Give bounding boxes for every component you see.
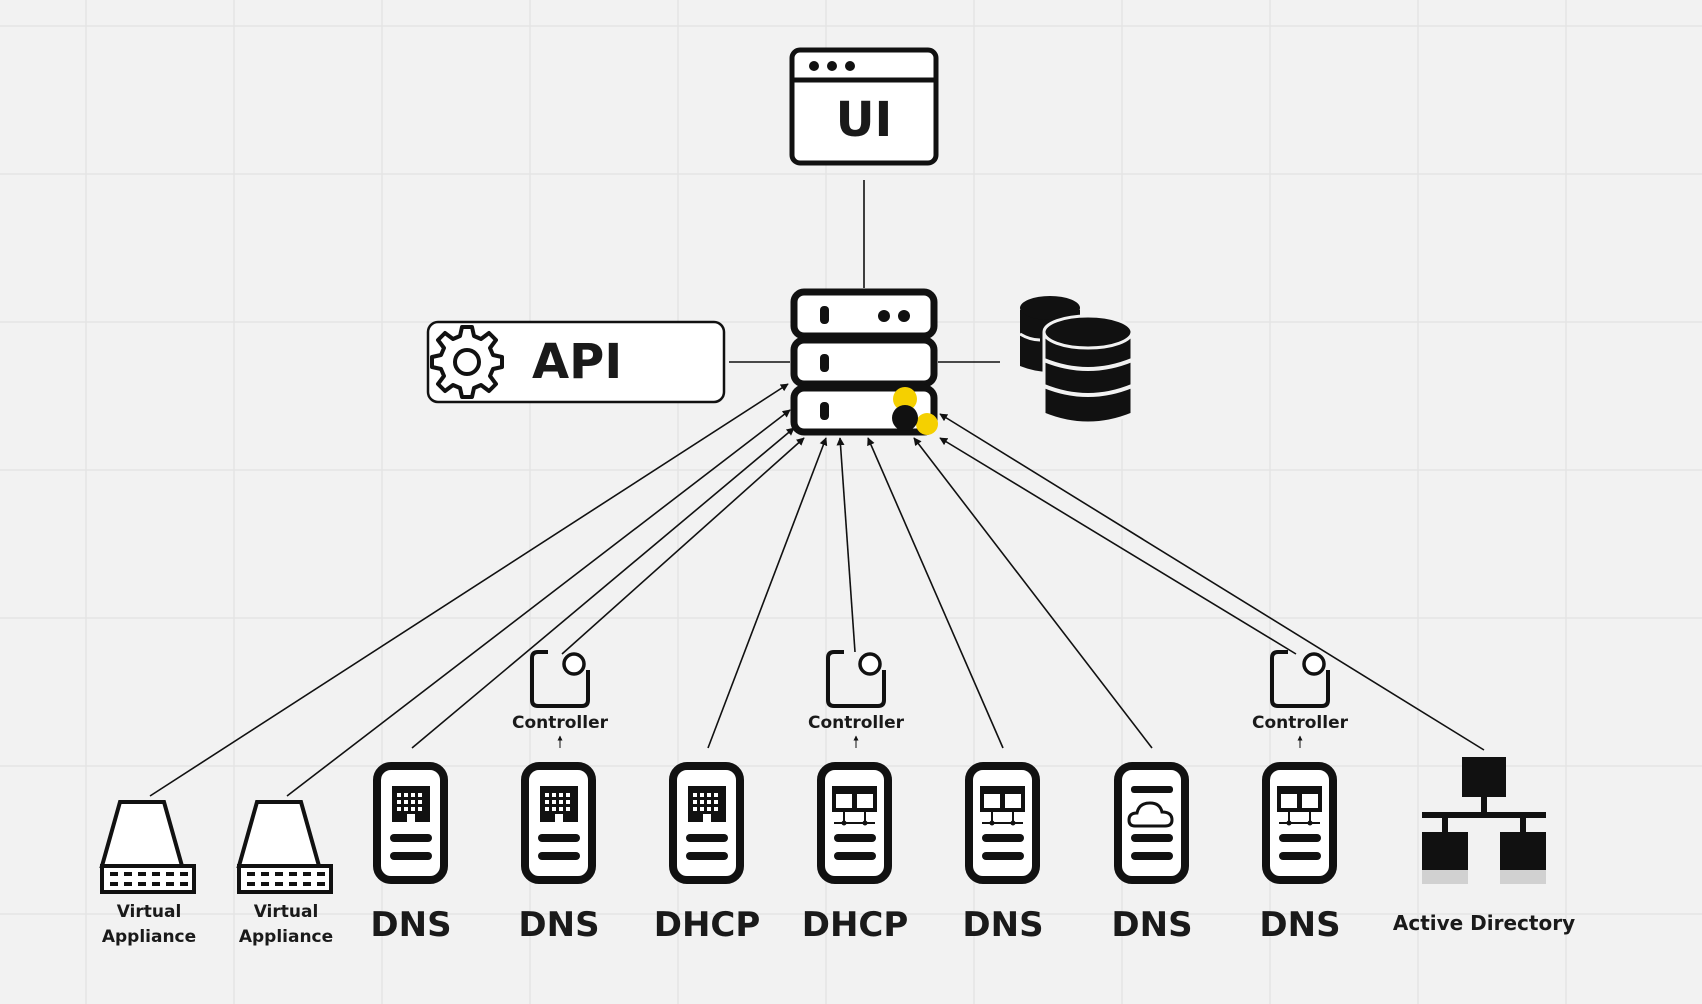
gear-icon (430, 325, 504, 399)
dhcp-device-2: DHCP (802, 762, 909, 945)
node-label: DHCP (802, 905, 909, 945)
cloud-icon (1127, 786, 1174, 828)
active-directory-icon: Active Directory (1393, 757, 1575, 935)
node-label: Active Directory (1393, 911, 1575, 935)
dns-device-1: DNS (370, 762, 452, 945)
node-label-line1: Virtual (117, 902, 182, 922)
dns-device-5: DNS (1259, 762, 1341, 945)
controller-label: Controller (808, 713, 905, 733)
virtual-appliance-2: Virtual Appliance (236, 800, 333, 947)
arrow-va1 (149, 383, 789, 797)
rack-icon (1277, 786, 1322, 826)
node-label-line2: Appliance (102, 927, 196, 947)
node-label: DHCP (654, 905, 761, 945)
arrows (149, 383, 1485, 797)
arrow-dhcp1 (707, 437, 828, 749)
status-indicator-yellow (893, 387, 917, 411)
controller-mini-arrows (557, 735, 1303, 748)
virtual-appliance-1: Virtual Appliance (99, 800, 196, 947)
arrow-controller1 (561, 437, 805, 655)
node-label: DNS (1111, 905, 1192, 945)
dns-device-4: DNS (1111, 762, 1193, 945)
dns-device-2: DNS (518, 762, 600, 945)
node-label-line2: Appliance (239, 927, 333, 947)
rack-icon (980, 786, 1025, 826)
arrow-dns3 (867, 437, 1004, 749)
building-icon (392, 786, 430, 822)
connector-lines (729, 180, 1000, 363)
dhcp-device-1: DHCP (654, 762, 761, 945)
controller-3: Controller (1252, 650, 1349, 733)
node-label-line1: Virtual (254, 902, 319, 922)
ui-window-icon: UI (789, 47, 939, 166)
arrow-active-directory (939, 413, 1485, 751)
node-label: DNS (370, 905, 451, 945)
arrow-controller3 (939, 437, 1297, 655)
arrow-controller2 (836, 437, 856, 653)
arrow-dns4 (913, 437, 1153, 749)
controller-label: Controller (512, 713, 609, 733)
controller-2: Controller (808, 650, 905, 733)
building-icon (688, 786, 726, 822)
node-label: DNS (962, 905, 1043, 945)
node-label: DNS (518, 905, 599, 945)
database-icon (1019, 296, 1134, 425)
ui-label: UI (836, 92, 893, 148)
arrow-va2 (286, 409, 791, 797)
controller-label: Controller (1252, 713, 1349, 733)
server-icon (790, 288, 938, 436)
dns-device-3: DNS (962, 762, 1044, 945)
arrow-dns1 (411, 427, 795, 749)
node-label: DNS (1259, 905, 1340, 945)
controller-1: Controller (512, 650, 609, 733)
api-box: API (426, 320, 726, 404)
building-icon (540, 786, 578, 822)
rack-icon (832, 786, 877, 826)
api-label: API (532, 334, 622, 390)
